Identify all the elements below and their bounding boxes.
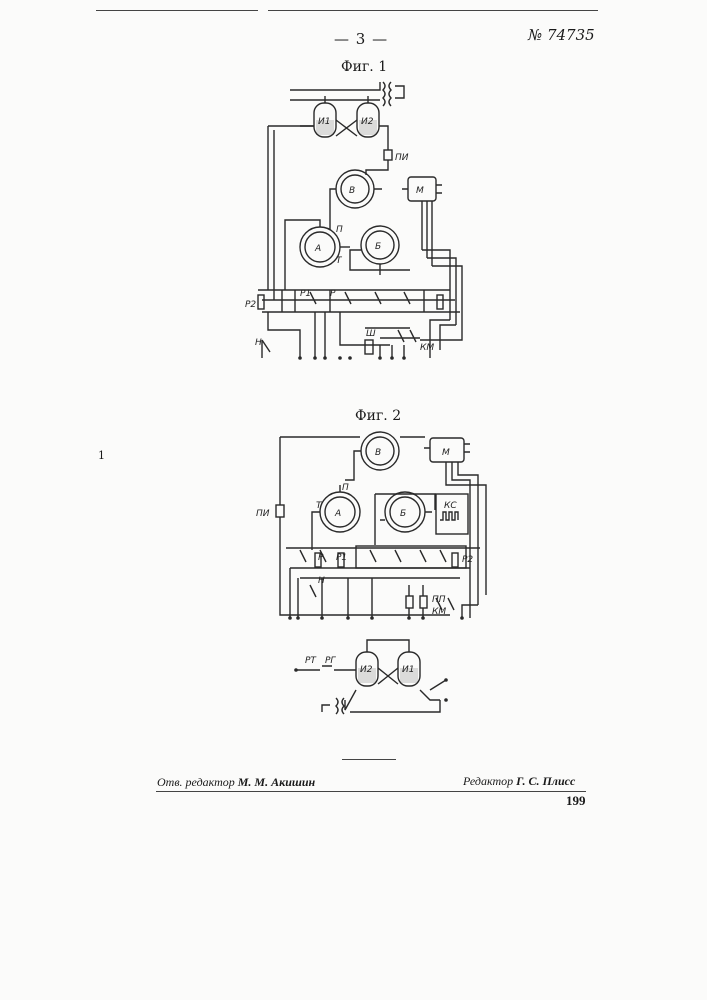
sheet-number: 199 bbox=[566, 793, 586, 809]
fig2-label-r2: Р2 bbox=[462, 555, 473, 565]
fig2-label-m: М bbox=[442, 448, 450, 458]
fig2-label-n: Н bbox=[318, 576, 325, 586]
footer-left-editor: Отв. редактор М. М. Акишин bbox=[157, 775, 315, 790]
fig2-label-i2: И2 bbox=[360, 665, 373, 675]
fig2-label-ks: КС bbox=[444, 501, 457, 511]
footer-right-editor: Редактор Г. С. Плисс bbox=[463, 774, 575, 789]
fig2-label-a: А bbox=[334, 509, 341, 519]
footer-right-label: Редактор bbox=[463, 774, 513, 788]
fig2-label-rg: РГ bbox=[325, 656, 336, 666]
footer-left-label: Отв. редактор bbox=[157, 775, 235, 789]
fig2-label-p: П bbox=[342, 483, 349, 493]
fig2-label-km: КМ bbox=[432, 607, 446, 617]
footer-right-name: Г. С. Плисс bbox=[516, 774, 575, 788]
fig2-label-r1: Р1 bbox=[336, 553, 347, 563]
fig2-label-i1: И1 bbox=[402, 665, 414, 675]
footer-left-name: М. М. Акишин bbox=[238, 775, 315, 789]
footer-rule bbox=[156, 791, 586, 792]
fig2-label-rt: РТ bbox=[305, 656, 317, 666]
fig2-label-r: Р bbox=[318, 553, 324, 563]
fig2-label-pi: ПИ bbox=[256, 509, 270, 519]
fig2-label-b: Б bbox=[400, 509, 406, 519]
footer-separator bbox=[342, 759, 396, 760]
fig2-label-pp: ПП bbox=[432, 595, 446, 605]
fig2-label-v: В bbox=[375, 448, 381, 458]
